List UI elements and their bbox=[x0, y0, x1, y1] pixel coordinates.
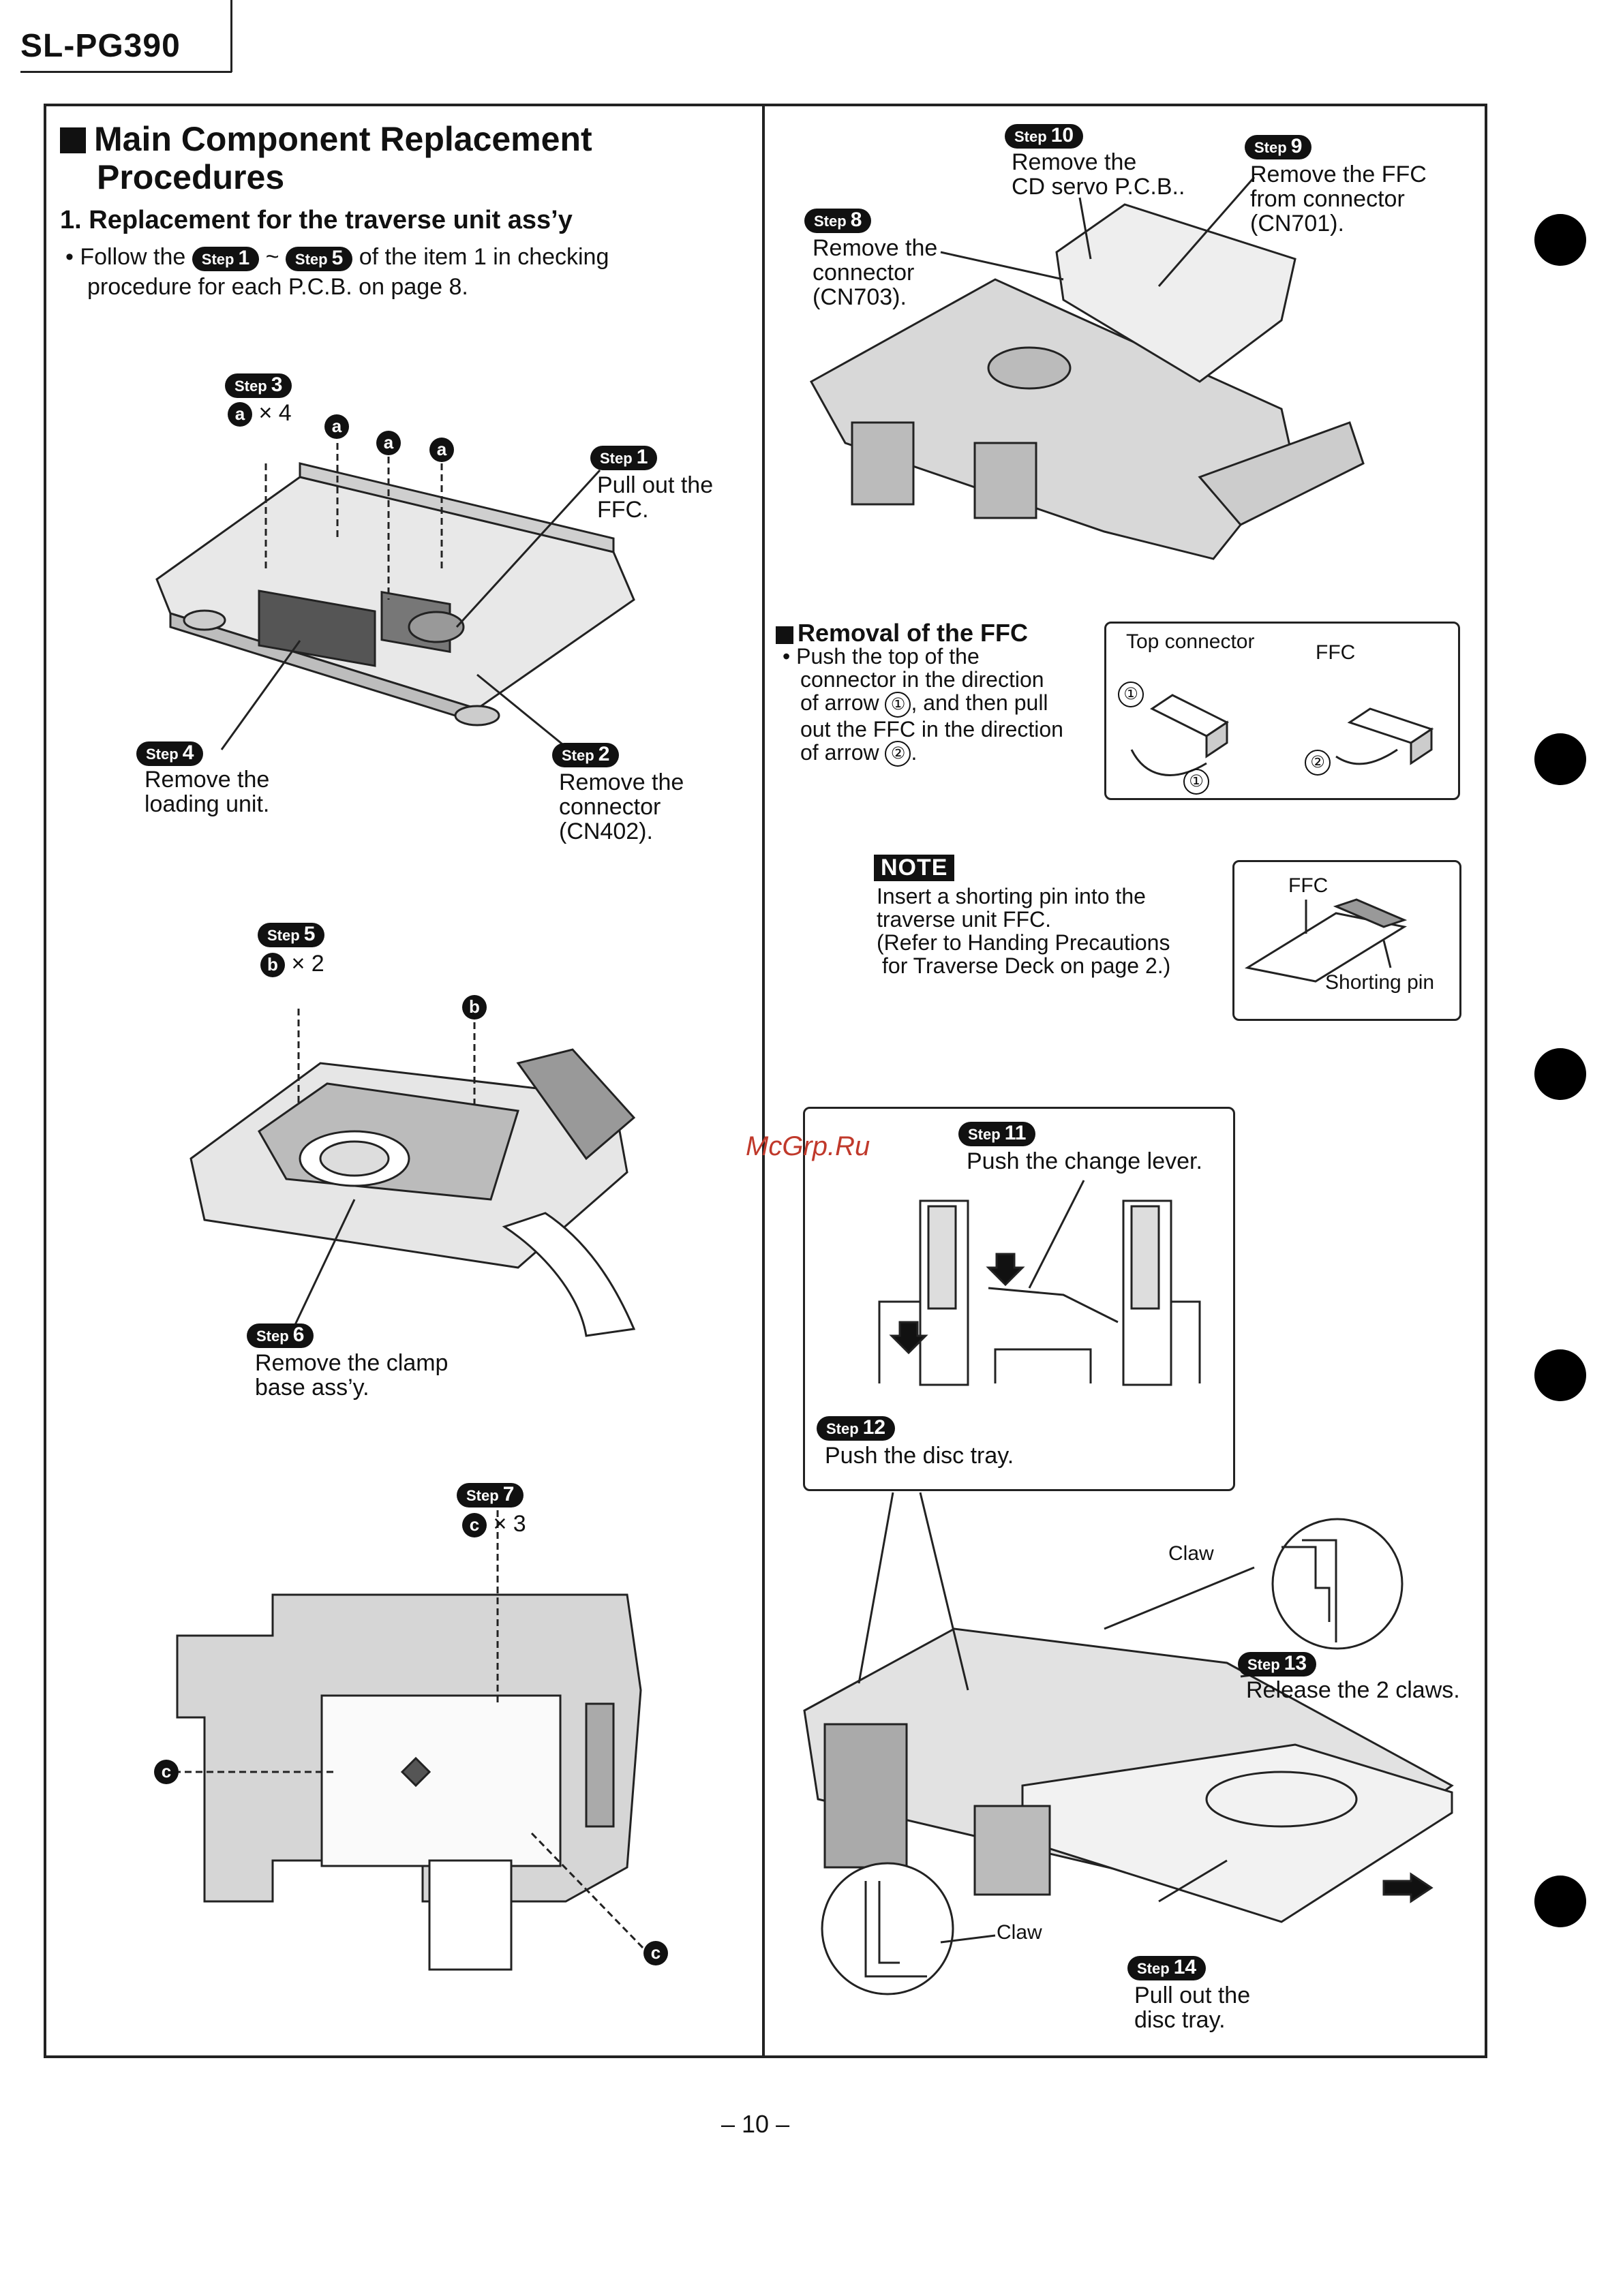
note-tag: NOTE bbox=[874, 855, 955, 881]
traverse-unit-diagram bbox=[174, 1499, 646, 1971]
servo-pcb-diagram bbox=[809, 177, 1365, 560]
shorting-pin-figure bbox=[1232, 860, 1461, 1021]
section-marker bbox=[60, 127, 86, 153]
section-marker bbox=[776, 626, 793, 644]
arrow-2-mark: ② bbox=[1305, 750, 1331, 776]
shorting-pin-sketch bbox=[1244, 898, 1408, 983]
top-connector-label: Top connector bbox=[1126, 630, 1255, 653]
screw-c-mark: c bbox=[643, 1941, 668, 1965]
disc-tray-diagram bbox=[803, 1492, 1454, 1995]
content-frame bbox=[44, 104, 1487, 2058]
screw-a-mark: a bbox=[429, 438, 454, 462]
step-12-text: Push the disc tray. bbox=[825, 1443, 1014, 1469]
section-title-line2: Procedures bbox=[97, 158, 285, 196]
claw-label-top: Claw bbox=[1168, 1542, 1214, 1565]
subsection-title: 1. Replacement for the traverse unit ass… bbox=[60, 206, 573, 234]
step-5-screws: b × 2 bbox=[260, 951, 324, 978]
ffc-removal-text: • Push the top of the connector in the d… bbox=[783, 645, 1063, 767]
step-11-text: Push the change lever. bbox=[967, 1148, 1202, 1174]
step-3-screws: a × 4 bbox=[228, 401, 292, 427]
step-7-screws: c × 3 bbox=[462, 1512, 526, 1538]
screw-b-mark: b bbox=[462, 995, 487, 1020]
binding-hole bbox=[1534, 733, 1586, 785]
arrow-1-mark: ① bbox=[1118, 682, 1144, 707]
section-title: Main Component Replacement bbox=[60, 120, 592, 158]
screw-c-mark: c bbox=[154, 1760, 179, 1784]
column-divider bbox=[762, 104, 765, 2058]
ffc-label: FFC bbox=[1316, 641, 1356, 664]
claw-label-bottom: Claw bbox=[997, 1921, 1042, 1944]
header-rule bbox=[230, 0, 232, 72]
screw-a-mark: a bbox=[324, 414, 349, 439]
page-number: – 10 – bbox=[721, 2110, 790, 2138]
binding-hole bbox=[1534, 1048, 1586, 1100]
header-underline bbox=[20, 71, 232, 73]
binding-hole bbox=[1534, 1876, 1586, 1927]
note-ffc-label: FFC bbox=[1288, 874, 1329, 897]
screw-a-mark: a bbox=[376, 431, 401, 455]
step-13-text: Release the 2 claws. bbox=[1246, 1677, 1460, 1703]
ffc-removal-title: Removal of the FFC bbox=[776, 619, 1028, 647]
tray-lever-sketch bbox=[878, 1180, 1201, 1386]
chassis-diagram bbox=[155, 443, 635, 751]
ffc-connector-sketch bbox=[1130, 694, 1434, 776]
watermark: McGrp.Ru bbox=[746, 1131, 870, 1161]
shorting-pin-label: Shorting pin bbox=[1325, 971, 1435, 994]
model-name: SL-PG390 bbox=[20, 28, 181, 64]
note-text: Insert a shorting pin into the traverse … bbox=[877, 884, 1171, 978]
arrow-1-mark: ① bbox=[1183, 769, 1209, 795]
clamp-base-diagram bbox=[189, 1009, 636, 1337]
follow-instruction-line2: procedure for each P.C.B. on page 8. bbox=[87, 274, 468, 300]
binding-hole bbox=[1534, 1349, 1586, 1401]
binding-hole bbox=[1534, 214, 1586, 266]
